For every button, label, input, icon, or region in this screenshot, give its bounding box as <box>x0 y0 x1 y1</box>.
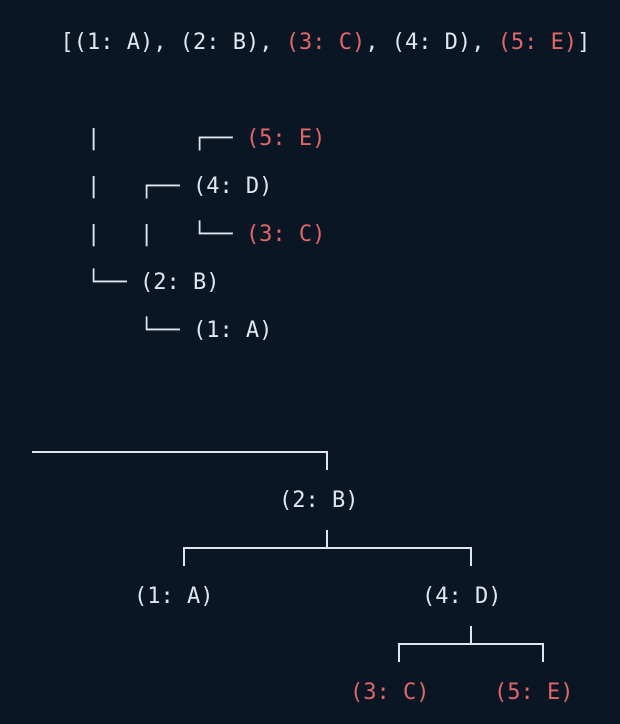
tree-branch: | ┌── <box>86 174 193 199</box>
level1-connector <box>183 530 472 566</box>
tree-branch: | ┌── <box>86 126 246 151</box>
sideways-row-1-a: └── (1: A) <box>34 298 272 364</box>
list-open-bracket: [ <box>60 30 74 55</box>
list-close-bracket: ] <box>577 30 591 55</box>
node-list: [(1: A), (2: B), (3: C), (4: D), (5: E)] <box>34 10 591 55</box>
tree-branch: | | └── <box>86 222 246 247</box>
tree-node-3-c: (3: C) <box>245 222 326 247</box>
tree-node-5-e: (5: E) <box>245 126 326 151</box>
list-node-4-d: (4: D) <box>391 30 472 55</box>
list-node-1-a: (1: A) <box>73 30 154 55</box>
sideways-row-2-b: └── (2: B) <box>34 250 219 316</box>
sideways-row-3-c: | | └── (3: C) <box>34 202 325 268</box>
tree-node-1-a: (1: A) <box>192 318 273 343</box>
tree-node-2-b: (2: B) <box>139 270 220 295</box>
sideways-row-5-e: | ┌── (5: E) <box>34 106 325 172</box>
tree-branch: └── <box>86 318 193 343</box>
tree-node-4-d: (4: D) <box>192 174 273 199</box>
list-separator: , <box>471 30 498 55</box>
vertical-node-5-e: (5: E) <box>494 680 574 705</box>
root-connector <box>32 451 328 470</box>
vertical-node-1-a: (1: A) <box>134 584 214 609</box>
list-separator: , <box>153 30 180 55</box>
vertical-node-3-c: (3: C) <box>350 680 430 705</box>
sideways-row-4-d: | ┌── (4: D) <box>34 154 272 220</box>
tree-branch: └── <box>86 270 140 295</box>
list-node-2-b: (2: B) <box>179 30 260 55</box>
level2-connector <box>398 626 544 662</box>
list-node-5-e: (5: E) <box>497 30 578 55</box>
list-separator: , <box>259 30 286 55</box>
list-separator: , <box>365 30 392 55</box>
vertical-node-2-b: (2: B) <box>279 488 359 513</box>
list-node-3-c: (3: C) <box>285 30 366 55</box>
vertical-node-4-d: (4: D) <box>422 584 502 609</box>
